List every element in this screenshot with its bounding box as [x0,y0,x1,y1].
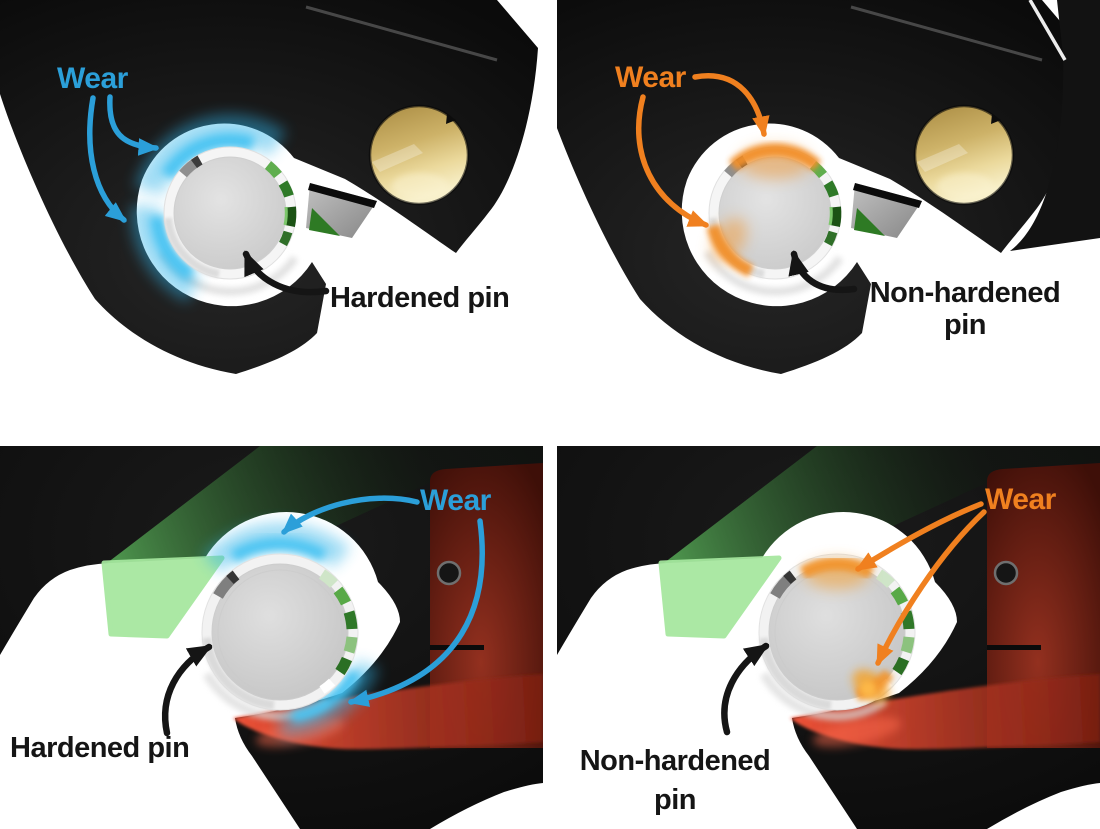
wear-glow-blue [130,113,287,303]
pin-label: Non-hardened [580,745,771,777]
wear-arrow [281,495,420,535]
wear-label: Wear [615,61,687,94]
annotations: Wear Non-hardened pin [615,61,1061,341]
pin-arrow [161,643,213,737]
annotations: Wear Non-hardened pin [580,483,1057,816]
wear-label: Wear [985,483,1057,516]
wear-marks-orange [706,143,822,278]
panel-top-left: Wear Hardened pin [0,0,538,374]
wear-glow-blue [202,522,380,738]
body-seam [1028,0,1067,61]
annotations: Wear Hardened pin [57,62,510,314]
pin-label-line2: pin [654,784,696,816]
panel-bottom-right: Wear Non-hardened pin [557,446,1100,829]
pin-arrow [788,250,858,294]
wear-label: Wear [57,62,129,95]
pin-label: Non-hardened [870,277,1061,309]
wear-arrow [692,73,770,138]
panel-bottom-left: Wear Hardened pin [0,446,543,829]
wear-arrow [87,95,127,223]
body-corner-patch [1010,0,1100,251]
wear-arrow [107,94,160,156]
pin-arrow [242,250,330,296]
wear-arrow [875,509,987,666]
annotations: Wear Hardened pin [10,484,492,764]
pin-label: Hardened pin [10,732,189,764]
pin-label: Hardened pin [330,282,509,314]
wear-arrow [855,501,984,572]
pin-render [164,147,296,279]
panel-top-right: Wear Non-hardened pin [545,0,1100,374]
pin-render [202,554,358,710]
wear-arrow [635,94,710,228]
pin-arrow [721,642,770,736]
pin-label-line2: pin [944,309,986,341]
wear-label: Wear [420,484,492,517]
wear-arrow [347,518,485,707]
